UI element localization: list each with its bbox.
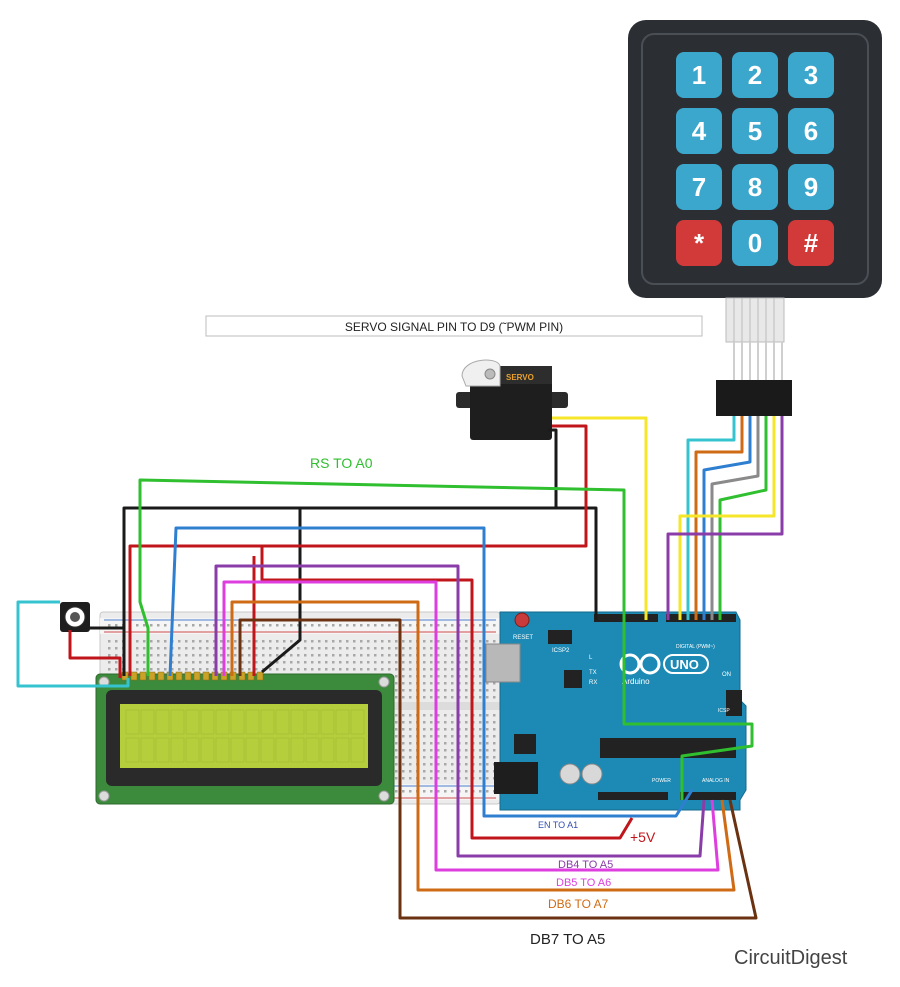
keypad-key-label: # [804, 228, 819, 258]
arduino-brand: Arduino [622, 677, 650, 686]
keypad-ribbon [725, 297, 785, 343]
db6-label: DB6 TO A7 [548, 897, 609, 911]
l-led-label: L [589, 655, 593, 661]
servo-brand: SERVO [506, 373, 534, 382]
keypad-key-label: 1 [692, 60, 706, 90]
usb-port [485, 643, 521, 683]
keypad-key-hash: # [788, 220, 834, 266]
on-label: ON [722, 672, 731, 678]
arduino-uno: RESET ICSP2 DIGITAL (PWM~) UNO Arduino L… [485, 611, 747, 811]
keypad-key-star: * [676, 220, 722, 266]
en-label: EN TO A1 [538, 820, 578, 830]
keypad-key-label: 8 [748, 172, 762, 202]
keypad-key-5: 5 [732, 108, 778, 154]
wire-magenta-db5 [222, 580, 720, 872]
wire-pot-cyan [16, 600, 130, 688]
wire-servo-black [548, 428, 558, 508]
keypad-key-0: 0 [732, 220, 778, 266]
wire-servo-yellow [552, 416, 648, 620]
keypad-key-label: 6 [804, 116, 818, 146]
lcd-screen [120, 704, 368, 768]
wire-red-5v [260, 546, 634, 840]
servo-signal-label: SERVO SIGNAL PIN TO D9 (˜PWM PIN) [345, 320, 563, 334]
wire-keypad-green [718, 416, 768, 620]
wire-blue-en [168, 526, 694, 818]
digital-label: DIGITAL (PWM~) [676, 644, 715, 650]
wire-black-lcd-diag [261, 508, 302, 674]
digital-header-left [594, 614, 658, 622]
tx-label: TX [589, 670, 597, 676]
power-header [598, 792, 668, 800]
wire-keypad-cyan [686, 416, 736, 620]
reset-label: RESET [513, 635, 533, 641]
reset-button [514, 612, 530, 628]
wire-keypad-gray [710, 416, 760, 620]
circuitdigest-logo: CircuitDigest [734, 947, 848, 969]
servo-signal-banner: SERVO SIGNAL PIN TO D9 (˜PWM PIN) [205, 315, 703, 337]
icsp2-header [548, 630, 572, 644]
lcd-module [95, 671, 395, 805]
wire-brown-db7 [238, 618, 758, 920]
db5-label: DB5 TO A6 [556, 877, 611, 889]
plus5v-label: +5V [630, 829, 656, 845]
keypad-key-3: 3 [788, 52, 834, 98]
wire-servo-red [128, 424, 588, 676]
atmega-chip [600, 738, 736, 758]
db4-label: DB4 TO A5 [558, 859, 613, 871]
digital-header-right [666, 614, 736, 622]
keypad-key-label: 5 [748, 116, 762, 146]
keypad: 1 2 3 4 5 6 7 8 9 * 0 # [628, 20, 882, 416]
rs-label: RS TO A0 [310, 455, 373, 471]
keypad-key-label: 7 [692, 172, 706, 202]
keypad-key-9: 9 [788, 164, 834, 210]
analog-header [680, 792, 736, 800]
keypad-key-8: 8 [732, 164, 778, 210]
keypad-key-label: 0 [748, 228, 762, 258]
keypad-key-label: 3 [804, 60, 818, 90]
power-jack [494, 762, 538, 794]
wire-pot-red [68, 630, 122, 678]
wires [16, 416, 784, 920]
wire-keypad-orange [694, 416, 744, 620]
keypad-key-1: 1 [676, 52, 722, 98]
wire-keypad-yellow [678, 416, 776, 620]
icsp-label: ICSP [718, 708, 730, 714]
wire-keypad-purple [666, 416, 784, 620]
analog-label: ANALOG IN [702, 778, 730, 784]
servo-horn [461, 359, 501, 387]
keypad-key-2: 2 [732, 52, 778, 98]
keypad-key-4: 4 [676, 108, 722, 154]
power-label: POWER [652, 778, 671, 784]
wire-purple-db4 [214, 564, 706, 858]
wire-black-gnd [122, 506, 598, 676]
db7-label: DB7 TO A5 [530, 931, 605, 948]
wire-orange-db6 [230, 600, 736, 892]
arduino-logo-icon [619, 653, 661, 675]
keypad-key-label: 9 [804, 172, 818, 202]
icsp-header [726, 690, 742, 716]
rx-label: RX [589, 680, 597, 686]
keypad-key-label: * [694, 228, 705, 258]
wire-keypad-blue [702, 416, 752, 620]
wire-green-rs [138, 478, 754, 800]
keypad-key-label: 4 [692, 116, 707, 146]
keypad-connector [716, 380, 792, 416]
icsp2-label: ICSP2 [552, 648, 570, 654]
potentiometer [60, 602, 90, 632]
servo-motor: SERVO [456, 359, 568, 440]
keypad-key-6: 6 [788, 108, 834, 154]
uno-label: UNO [670, 657, 699, 672]
keypad-key-7: 7 [676, 164, 722, 210]
keypad-key-label: 2 [748, 60, 762, 90]
